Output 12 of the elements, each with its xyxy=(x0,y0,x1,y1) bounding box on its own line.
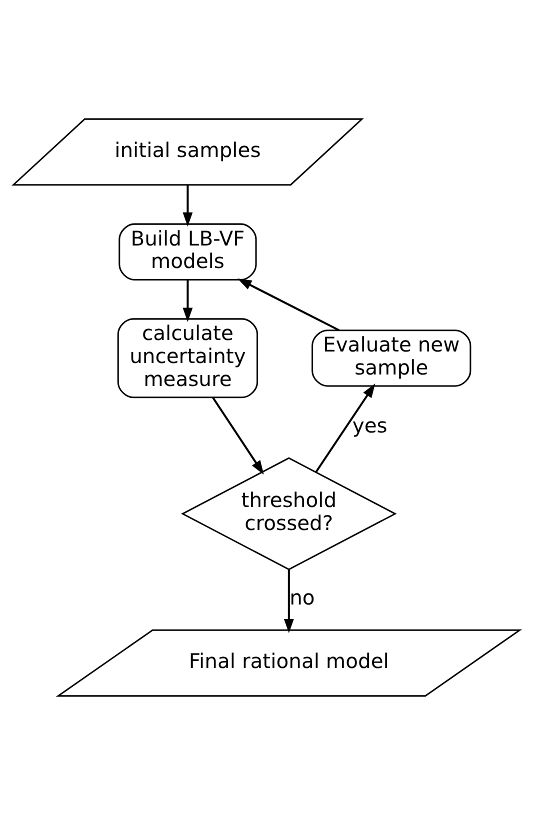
arrow xyxy=(284,570,294,634)
node-box: calculate uncertainty measure xyxy=(117,318,258,398)
arrow xyxy=(182,185,193,227)
arrow xyxy=(182,280,193,322)
node-box: Build LB-VF models xyxy=(118,223,257,280)
node-diamond: threshold crossed? xyxy=(181,457,397,570)
arrow xyxy=(212,397,264,475)
arrow xyxy=(315,384,376,472)
edge-label: no xyxy=(290,586,315,610)
arrow xyxy=(237,278,340,332)
node-box: Evaluate new sample xyxy=(312,330,472,387)
edge-label: yes xyxy=(352,414,388,438)
